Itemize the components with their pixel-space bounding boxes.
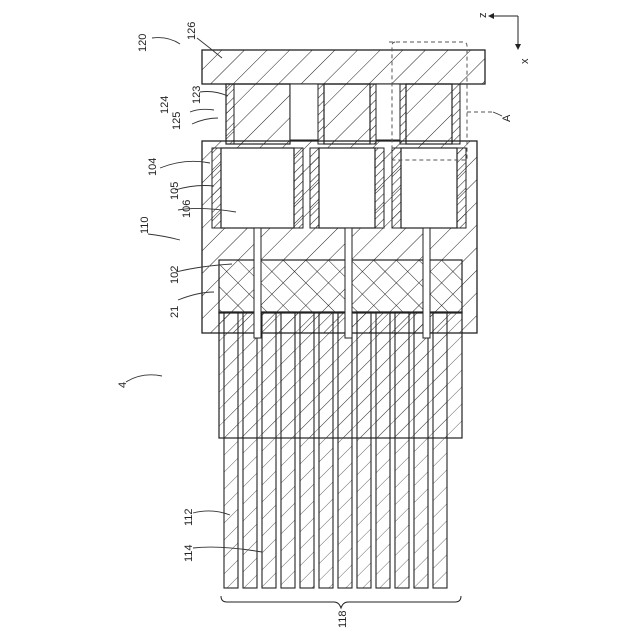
peg-right <box>406 84 452 144</box>
liner <box>294 148 303 228</box>
liner <box>212 148 221 228</box>
housing-110 <box>202 141 477 338</box>
callout-21: 21 <box>169 306 181 318</box>
axis-label-z: z <box>477 13 489 19</box>
callout-106: 106 <box>181 200 193 218</box>
lead <box>423 228 430 338</box>
cover-120 <box>202 50 485 144</box>
gap <box>376 84 400 140</box>
callout-4: 4 <box>117 382 129 388</box>
callout-105: 105 <box>169 182 181 200</box>
fin <box>395 312 409 588</box>
liner-125 <box>318 84 324 144</box>
callout-104: 104 <box>147 158 159 176</box>
callout-102: 102 <box>169 266 181 284</box>
fin <box>319 312 333 588</box>
cavity <box>319 148 375 228</box>
liner-125 <box>370 84 376 144</box>
liner <box>310 148 319 228</box>
fin <box>357 312 371 588</box>
callout-123: 123 <box>191 86 203 104</box>
callout-118: 118 <box>337 610 349 628</box>
callout-125: 125 <box>171 112 183 130</box>
callout-120: 120 <box>137 34 149 52</box>
bracket-118 <box>221 596 461 608</box>
arrow-x-icon <box>515 44 521 50</box>
fin <box>281 312 295 588</box>
peg-middle <box>324 84 370 144</box>
cavity <box>221 148 294 228</box>
fin <box>376 312 390 588</box>
callout-A: A <box>501 114 513 122</box>
fin <box>433 312 447 588</box>
peg-123 <box>226 84 290 144</box>
fin <box>224 312 238 588</box>
liner-125 <box>226 84 234 144</box>
liner <box>375 148 384 228</box>
fin <box>243 312 257 588</box>
callout-112: 112 <box>183 508 195 526</box>
callout-110: 110 <box>139 216 151 234</box>
callout-114: 114 <box>183 544 195 562</box>
callout-126: 126 <box>186 22 198 40</box>
fin <box>338 312 352 588</box>
liner-125 <box>452 84 460 144</box>
fin <box>300 312 314 588</box>
fin <box>414 312 428 588</box>
axis-label-x: x <box>519 58 531 64</box>
fin <box>262 312 276 588</box>
liner-125 <box>400 84 406 144</box>
callout-124: 124 <box>159 96 171 114</box>
gap <box>290 84 318 140</box>
lead <box>345 228 352 338</box>
lead <box>254 228 261 338</box>
heat-sink-112 <box>219 312 462 588</box>
cover-126 <box>202 50 485 84</box>
